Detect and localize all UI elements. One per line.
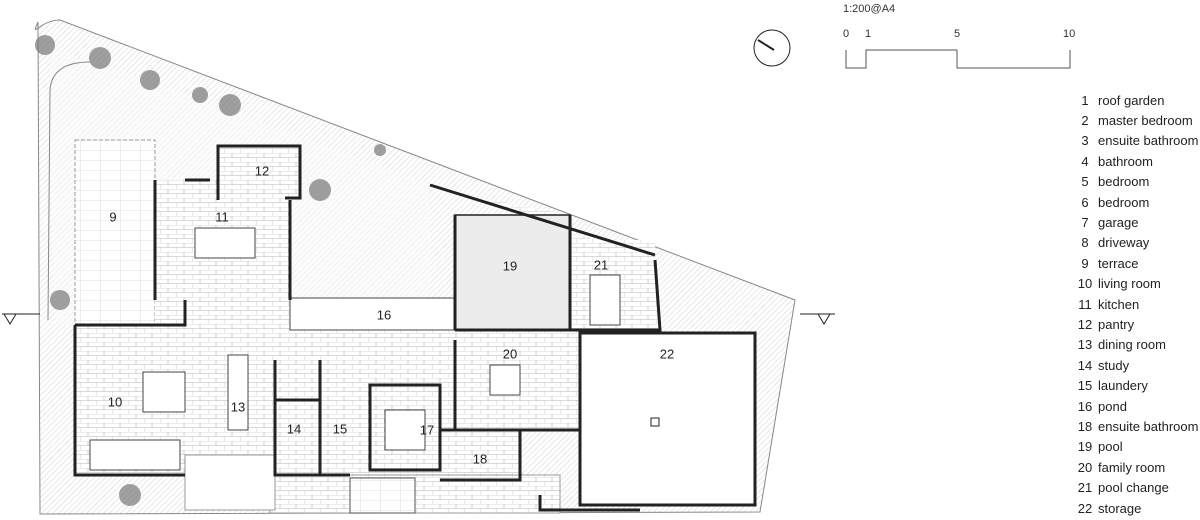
room-label-kitchen: 11 (215, 209, 229, 224)
legend-number: 16 (1077, 398, 1093, 414)
scale-tick: 1 (865, 28, 872, 40)
scale-tick: 0 (843, 28, 850, 40)
legend-label: study (1098, 357, 1130, 373)
legend-item: 19 pool (1072, 437, 1198, 457)
patio (184, 454, 276, 511)
room-label-dining-room: 13 (231, 399, 245, 414)
legend-label: family room (1098, 459, 1166, 475)
scale-tick: 5 (954, 28, 961, 40)
legend-item: 8 driveway (1072, 233, 1198, 253)
room-label-pantry: 12 (255, 163, 269, 178)
legend-number: 2 (1081, 113, 1089, 129)
legend-label: living room (1098, 276, 1161, 292)
legend-number: 6 (1081, 194, 1089, 210)
stairs (349, 477, 416, 514)
legend-item: 9 terrace (1072, 253, 1198, 273)
legend-label: kitchen (1098, 296, 1140, 312)
legend-item: 18 ensuite bathroom (1072, 416, 1199, 436)
storage-column (650, 417, 660, 427)
legend-item: 22 storage (1072, 498, 1198, 518)
legend-number: 11 (1078, 296, 1092, 312)
room-label-storage: 22 (660, 346, 674, 361)
legend-item: 6 bedroom (1072, 192, 1198, 212)
room-label-pool: 19 (503, 258, 517, 273)
legend-number: 7 (1081, 215, 1089, 231)
room-label-bedroom: 17 (420, 422, 434, 437)
legend-item: 15 laundery (1072, 375, 1198, 395)
legend-label: pool (1098, 439, 1123, 455)
legend-item: 10 living room (1072, 274, 1198, 294)
legend-number: 1 (1081, 92, 1089, 108)
legend-number: 21 (1077, 480, 1093, 496)
legend-number: 19 (1077, 439, 1093, 455)
legend-label: garage (1098, 215, 1139, 231)
room-label-pond: 16 (377, 307, 391, 322)
terrace (74, 139, 156, 326)
legend-item: 14 study (1072, 355, 1198, 375)
furniture (89, 227, 621, 471)
room-label-terrace: 9 (109, 209, 116, 224)
legend-item: 1 roof garden (1072, 90, 1198, 110)
legend-label: ensuite bathroom (1098, 133, 1199, 149)
legend-item: 12 pantry (1072, 314, 1198, 334)
legend-number: 10 (1077, 276, 1093, 292)
lawn-curve (47, 61, 91, 321)
pool (454, 214, 571, 331)
legend-item: 11 kitchen (1072, 294, 1198, 314)
legend-label: pond (1098, 398, 1127, 414)
legend-label: ensuite bathroom (1098, 418, 1199, 434)
legend-item: 4 bathroom (1072, 151, 1198, 171)
legend-number: 14 (1077, 357, 1093, 373)
legend-label: pool change (1098, 480, 1169, 496)
trees (35, 35, 386, 506)
legend-item: 16 pond (1072, 396, 1198, 416)
scale-bar (845, 49, 1071, 69)
legend-label: pantry (1098, 316, 1135, 332)
legend-label: bedroom (1098, 194, 1150, 210)
scale-tick: 10 (1063, 28, 1076, 40)
legend-number: 22 (1077, 500, 1093, 516)
legend-label: terrace (1098, 255, 1139, 271)
legend-label: bathroom (1098, 153, 1153, 169)
legend-number: 9 (1081, 255, 1089, 271)
pantry-floor (218, 146, 298, 198)
north-arrow-icon (753, 29, 791, 67)
legend-item: 3 ensuite bathroom (1072, 131, 1198, 151)
room-legend: 1 roof garden 2 master bedroom 3 ensuite bath… (1072, 90, 1199, 518)
legend-label: driveway (1098, 235, 1150, 251)
walls (73, 144, 662, 512)
legend-label: dining room (1098, 337, 1166, 353)
section-marker-right (800, 313, 835, 325)
section-marker-left (2, 313, 40, 325)
room-label-living-room: 10 (108, 394, 122, 409)
legend-label: storage (1098, 500, 1142, 516)
legend-label: laundery (1098, 378, 1148, 394)
legend-number: 5 (1081, 174, 1089, 190)
legend-number: 18 (1077, 418, 1093, 434)
legend-number: 15 (1077, 378, 1093, 394)
room-label-pool-change: 21 (594, 257, 608, 272)
legend-item: 20 family room (1072, 457, 1198, 477)
legend-item: 21 pool change (1072, 477, 1198, 497)
legend-number: 12 (1077, 316, 1093, 332)
legend-item: 13 dining room (1072, 335, 1198, 355)
legend-label: bedroom (1098, 174, 1150, 190)
legend-number: 20 (1077, 459, 1093, 475)
legend-number: 3 (1081, 133, 1089, 149)
legend-item: 5 bedroom (1072, 172, 1198, 192)
room-label-laundery: 15 (333, 421, 347, 436)
pond (289, 297, 456, 331)
legend-number: 8 (1081, 235, 1089, 251)
room-label-family-room: 20 (503, 346, 517, 361)
room-label-study: 14 (287, 421, 301, 436)
legend-number: 4 (1081, 153, 1089, 169)
legend-label: master bedroom (1098, 113, 1193, 129)
legend-label: roof garden (1098, 92, 1165, 108)
scale-title: 1:200@A4 (843, 3, 896, 15)
legend-item: 2 master bedroom (1072, 110, 1198, 130)
legend-item: 7 garage (1072, 212, 1198, 232)
legend-number: 13 (1077, 337, 1093, 353)
room-label-ensuite-bathroom: 18 (473, 451, 487, 466)
